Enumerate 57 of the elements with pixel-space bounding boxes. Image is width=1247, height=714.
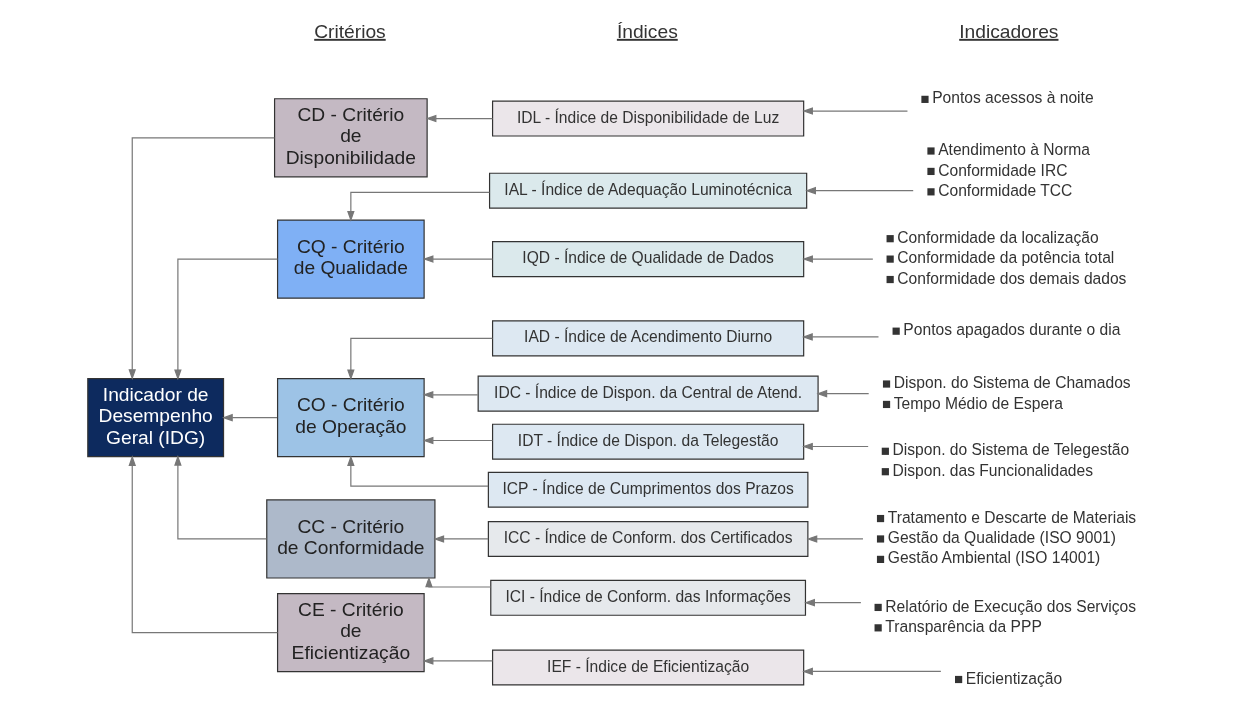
arrow [805,186,914,195]
node-box: CC - Critério de Conformidade [266,499,436,579]
node-box: IDC - Índice de Dispon. da Central de Atend. [477,375,819,412]
node-box: IEF - Índice de Eficientização [491,649,805,686]
arrow [128,137,275,380]
node-text: Dispon. do Sistema de Chamados Tempo Médio de Espera [893,374,1131,412]
arrow [801,333,880,341]
node-text: Relatório de Execução dos Serviços Transparência da PPP [885,597,1137,635]
node-box: CO - Critério de Operação [276,378,425,458]
node-box: CQ - Critério de Qualidade [276,219,425,299]
arrow [433,535,489,543]
arrow [174,258,279,381]
node-box [955,675,963,684]
node-box: IQD - Índice de Qualidade de Dados [491,241,805,278]
arrow [425,576,492,588]
arrow [422,657,494,665]
arrow [128,455,279,634]
node-box: CE - Critério de Eficientização [276,593,425,673]
arrow [802,667,942,676]
arrow [347,455,489,487]
node-label: Conformidade TCC [938,181,1073,199]
arrow [422,391,479,399]
arrow [422,436,494,445]
node-label: Eficientização [965,669,1063,687]
arrow [422,255,494,263]
node-box: Indicador de Desempenho Geral (IDG) [87,378,225,458]
node-text: Tratamento e Descarte de Materiais Gestão da Qualidade (ISO 9001) Gestão Ambiental (ISO 14001) [887,508,1137,567]
node-label: Conformidade IRC [938,161,1068,179]
node-box: IDL - Índice de Disponibilidade de Luz [491,100,805,137]
arrow [816,389,870,398]
node-box: CD - Critério de Disponibilidade [273,98,428,178]
node-box: ICP - Índice de Cumprimentos dos Prazos [487,471,809,508]
node-box [892,327,900,335]
arrow [804,598,862,607]
label: Indicadores [959,20,1059,42]
node-box [921,95,929,103]
arrow [347,191,491,222]
node-box: IAL - Índice de Adequação Luminotécnica [488,172,808,209]
arrow [802,442,869,451]
arrow [802,107,909,115]
node-box: IDT - Índice de Dispon. da Telegestão [491,423,805,460]
label: Critérios [314,20,386,42]
node-label: Pontos acessos à noite [932,89,1094,107]
arrow [425,114,494,123]
node-box: IAD - Índice de Acendimento Diurno [491,320,805,357]
node-box: ICC - Índice de Conform. dos Certificados [487,520,809,557]
arrow [347,337,494,381]
node-box: ICI - Índice de Conform. das Informações [490,579,807,616]
arrow [806,535,864,543]
node-text: Dispon. do Sistema de Telegestão Dispon. das Funcionalidades [892,441,1130,479]
node-label: Atendimento à Norma [938,141,1091,159]
node-text: Conformidade da localização Conformidade da potência total Conformidade dos demais dados [897,228,1127,287]
arrow [221,413,278,422]
arrow [174,454,267,540]
node-label: Pontos apagados durante o dia [903,321,1121,339]
label: Índices [616,20,678,42]
arrow [802,255,874,263]
